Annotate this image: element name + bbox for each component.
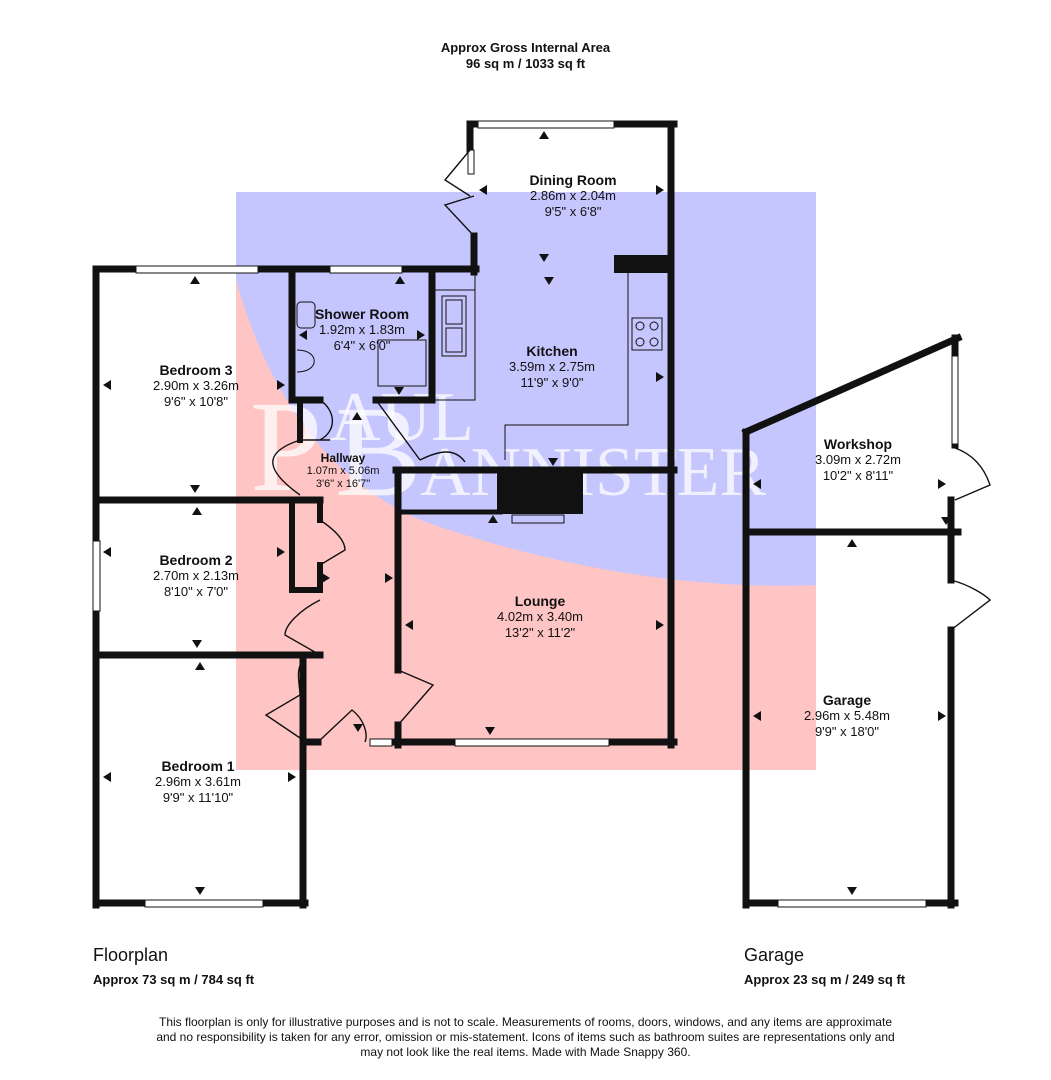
room-imperial: 8'10" x 7'0" <box>163 584 229 599</box>
room-bedroom-3: Bedroom 3 2.90m x 3.26m 9'6" x 10'8" <box>153 362 239 410</box>
room-imperial: 10'2" x 8'11" <box>822 468 894 483</box>
windows <box>92 120 959 908</box>
room-imperial: 13'2" x 11'2" <box>504 625 576 640</box>
room-hallway: Hallway 1.07m x 5.06m 3'6" x 16'7" <box>307 452 380 491</box>
garage-section-title: Garage <box>744 945 805 965</box>
room-metric: 2.96m x 3.61m <box>155 774 241 789</box>
room-metric: 2.96m x 5.48m <box>804 708 890 723</box>
room-metric: 2.90m x 3.26m <box>153 378 239 393</box>
disclaimer: This floorplan is only for illustrative … <box>120 1015 931 1060</box>
room-garage: Garage 2.96m x 5.48m 9'9" x 18'0" <box>804 692 890 740</box>
room-name: Hallway <box>320 451 366 465</box>
room-name: Garage <box>822 692 872 708</box>
room-lounge: Lounge 4.02m x 3.40m 13'2" x 11'2" <box>497 593 583 641</box>
room-workshop: Workshop 3.09m x 2.72m 10'2" x 8'11" <box>815 436 901 484</box>
doors <box>264 149 992 743</box>
room-name: Kitchen <box>526 343 578 359</box>
room-shower: Shower Room 1.92m x 1.83m 6'4" x 6'0" <box>315 306 409 354</box>
room-name: Lounge <box>514 593 566 609</box>
room-name: Shower Room <box>314 306 410 322</box>
room-metric: 3.09m x 2.72m <box>815 452 901 467</box>
room-metric: 4.02m x 3.40m <box>497 609 583 624</box>
room-imperial: 9'9" x 18'0" <box>814 724 880 739</box>
room-name: Bedroom 2 <box>159 552 233 568</box>
room-imperial: 9'9" x 11'10" <box>162 790 234 805</box>
floorplan-section-title: Floorplan <box>93 945 169 965</box>
room-kitchen: Kitchen 3.59m x 2.75m 11'9" x 9'0" <box>509 343 595 391</box>
room-metric: 2.70m x 2.13m <box>153 568 239 583</box>
garage-section-area: Approx 23 sq m / 249 sq ft <box>744 972 906 987</box>
room-metric: 3.59m x 2.75m <box>509 359 595 374</box>
room-bedroom-1: Bedroom 1 2.96m x 3.61m 9'9" x 11'10" <box>155 758 241 806</box>
walls <box>92 120 963 909</box>
area-total: 96 sq m / 1033 sq ft <box>465 56 586 71</box>
room-metric: 1.92m x 1.83m <box>319 322 405 337</box>
floorplan-section-area: Approx 73 sq m / 784 sq ft <box>93 972 255 987</box>
dimension-arrows <box>103 131 951 895</box>
disclaimer-line: may not look like the real items. Made w… <box>360 1045 691 1059</box>
room-imperial: 6'4" x 6'0" <box>333 338 391 353</box>
room-name: Bedroom 3 <box>159 362 233 378</box>
room-metric: 2.86m x 2.04m <box>529 188 616 203</box>
area-title: Approx Gross Internal Area <box>440 40 611 55</box>
room-imperial: 11'9" x 9'0" <box>520 375 584 390</box>
disclaimer-line: and no responsibility is taken for any e… <box>156 1030 895 1044</box>
room-imperial: 9'5" x 6'8" <box>544 204 602 219</box>
disclaimer-line: This floorplan is only for illustrative … <box>158 1015 892 1029</box>
room-name: Workshop <box>823 436 893 452</box>
room-name: Dining Room <box>529 172 617 188</box>
room-dining: Dining Room 2.86m x 2.04m 9'5" x 6'8" <box>529 172 616 220</box>
room-bedroom-2: Bedroom 2 2.70m x 2.13m 8'10" x 7'0" <box>153 552 239 600</box>
room-imperial: 9'6" x 10'8" <box>163 394 229 409</box>
room-name: Bedroom 1 <box>161 758 235 774</box>
fixtures <box>296 272 663 524</box>
room-imperial: 3'6" x 16'7" <box>315 478 371 490</box>
room-metric: 1.07m x 5.06m <box>306 465 380 477</box>
